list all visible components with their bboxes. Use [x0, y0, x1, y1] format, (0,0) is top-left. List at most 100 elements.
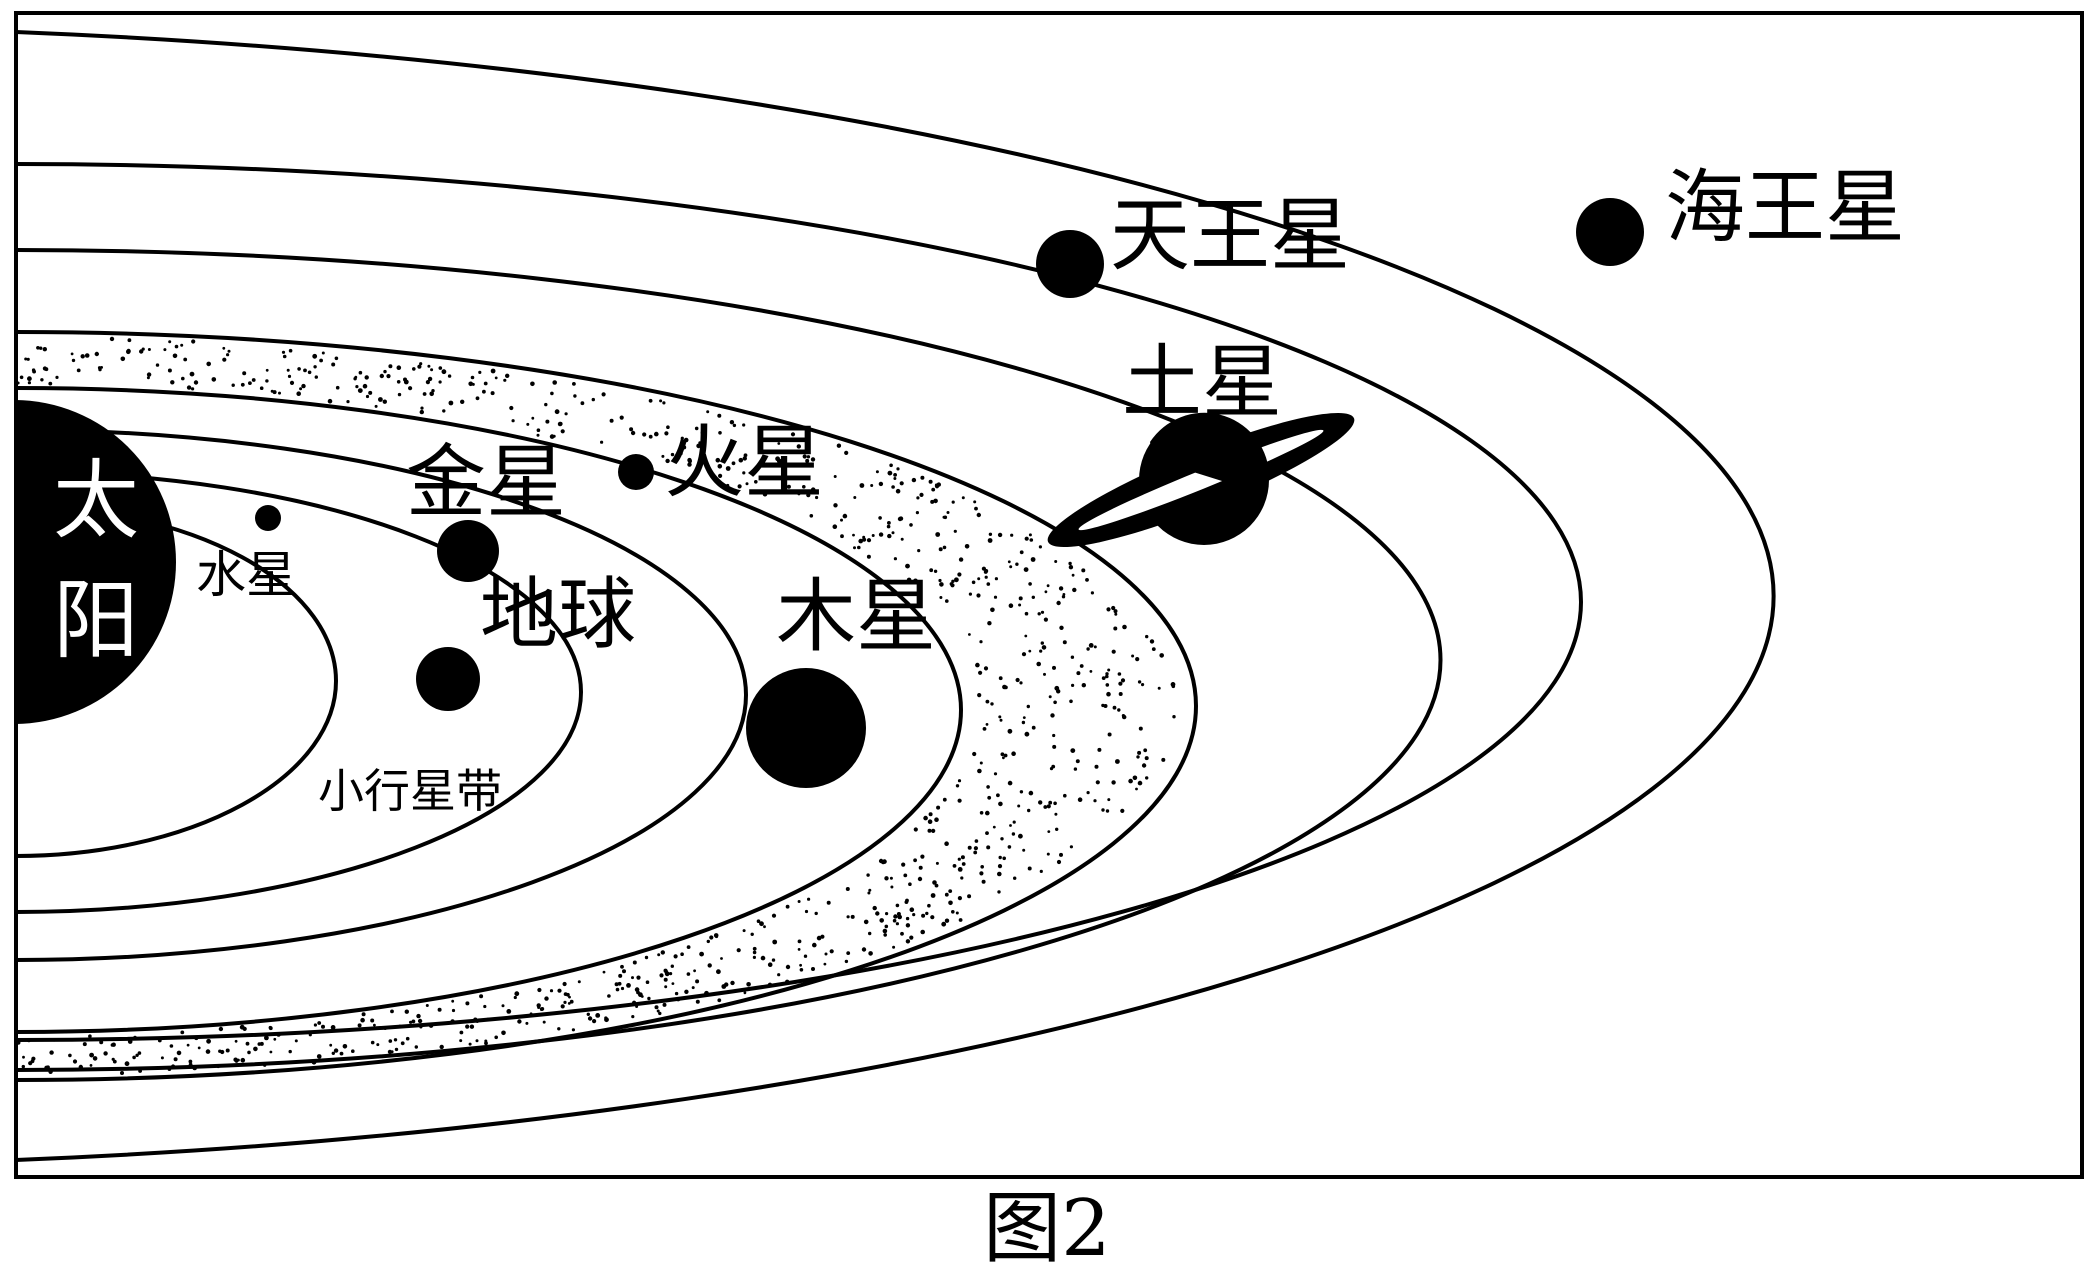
asteroid-dot — [974, 506, 978, 511]
asteroid-dot — [506, 1009, 512, 1014]
asteroid-dot — [388, 364, 393, 369]
asteroid-dot — [560, 429, 565, 434]
asteroid-dot — [670, 964, 674, 968]
asteroid-dot — [916, 496, 920, 500]
asteroid-dot — [921, 913, 926, 918]
asteroid-dot — [648, 398, 653, 403]
uranus-label: 天王星 — [1110, 189, 1350, 282]
asteroid-dot — [853, 496, 857, 499]
asteroid-dot — [840, 534, 844, 539]
asteroid-dot — [618, 973, 623, 978]
asteroid-dot — [137, 1051, 142, 1055]
asteroid-dot — [799, 968, 804, 972]
asteroid-dot — [816, 935, 822, 941]
asteroid-dot — [205, 1049, 211, 1054]
asteroid-dot — [1059, 852, 1063, 857]
asteroid-dot — [896, 467, 900, 471]
asteroid-dot — [170, 380, 175, 385]
asteroid-dot — [763, 925, 766, 929]
asteroid-dot — [867, 891, 871, 895]
asteroid-dot — [1007, 780, 1013, 786]
asteroid-dot — [21, 1064, 25, 1069]
asteroid-dot — [952, 864, 957, 868]
asteroid-dot — [169, 1044, 174, 1048]
asteroid-dot — [411, 1019, 416, 1024]
asteroid-dot — [973, 846, 979, 851]
asteroid-dot — [882, 928, 888, 934]
asteroid-dot — [892, 918, 897, 923]
earth-orbit — [16, 428, 748, 962]
asteroid-dot — [89, 1064, 93, 1067]
asteroid-dot — [662, 401, 666, 405]
asteroid-dot — [680, 436, 684, 440]
asteroid-dot — [718, 473, 723, 478]
asteroid-dot — [545, 419, 550, 424]
asteroid-dot — [1137, 780, 1143, 786]
asteroid-dot — [68, 1053, 72, 1058]
asteroid-dot — [938, 578, 942, 583]
asteroid-dot — [19, 375, 24, 380]
asteroid-dot — [657, 953, 661, 957]
asteroid-dot — [696, 443, 701, 449]
asteroid-dot — [483, 381, 488, 386]
asteroid-dot — [1055, 827, 1059, 831]
asteroid-dot — [1043, 617, 1048, 622]
asteroid-dot — [908, 882, 912, 886]
asteroid-dot — [299, 387, 303, 391]
asteroid-dot — [537, 987, 542, 993]
asteroid-dot — [1040, 610, 1045, 614]
asteroid-dot — [951, 500, 955, 504]
asteroid-dot — [36, 346, 40, 350]
asteroid-dot — [181, 376, 185, 381]
asteroid-dot — [844, 959, 849, 964]
asteroid-dot — [120, 1071, 124, 1075]
asteroid-dot — [743, 453, 748, 458]
asteroid-dot — [985, 723, 989, 726]
asteroid-dot — [686, 972, 691, 976]
asteroid-dot — [282, 354, 287, 359]
asteroid-dot — [920, 854, 925, 859]
asteroid-dot — [526, 422, 530, 426]
asteroid-dot — [404, 1009, 409, 1014]
venus-orbit — [16, 470, 583, 914]
asteroid-dot — [634, 987, 640, 992]
asteroid-dot — [802, 485, 806, 489]
asteroid-dot — [983, 570, 988, 574]
asteroid-dot — [1105, 672, 1109, 676]
asteroid-dot — [531, 416, 535, 420]
asteroid-dot — [231, 383, 235, 387]
asteroid-dot — [1019, 681, 1023, 685]
asteroid-dot — [957, 798, 962, 803]
asteroid-dot — [607, 994, 611, 998]
asteroid-dot — [878, 532, 884, 537]
asteroid-dot — [1135, 657, 1140, 662]
asteroid-dot — [720, 957, 723, 960]
asteroid-dot — [382, 399, 387, 404]
asteroid-dot — [997, 532, 1003, 538]
asteroid-dot — [917, 876, 923, 882]
asteroid-dot — [1043, 805, 1048, 809]
asteroid-dot — [1101, 703, 1105, 708]
asteroid-dot — [314, 375, 318, 379]
asteroid-dot — [671, 982, 675, 985]
asteroid-dot — [422, 392, 427, 396]
asteroid-dot — [892, 945, 896, 949]
asteroid-dot — [281, 350, 286, 354]
asteroid-dot — [738, 457, 744, 463]
asteroid-dot — [957, 779, 962, 783]
asteroid-dot — [468, 381, 474, 387]
asteroid-dot — [852, 533, 855, 537]
asteroid-dot — [715, 457, 721, 463]
asteroid-dot — [390, 1009, 394, 1014]
asteroid-dot — [1114, 612, 1118, 616]
asteroid-dot — [568, 995, 571, 999]
asteroid-dot — [22, 1055, 25, 1059]
asteroid-dot — [661, 454, 665, 458]
asteroid-dot — [580, 401, 585, 406]
asteroid-dot — [1062, 640, 1067, 645]
asteroid-dot — [760, 955, 766, 961]
asteroid-dot — [887, 470, 893, 476]
asteroid-dot — [577, 980, 581, 984]
asteroid-dot — [206, 1038, 212, 1044]
